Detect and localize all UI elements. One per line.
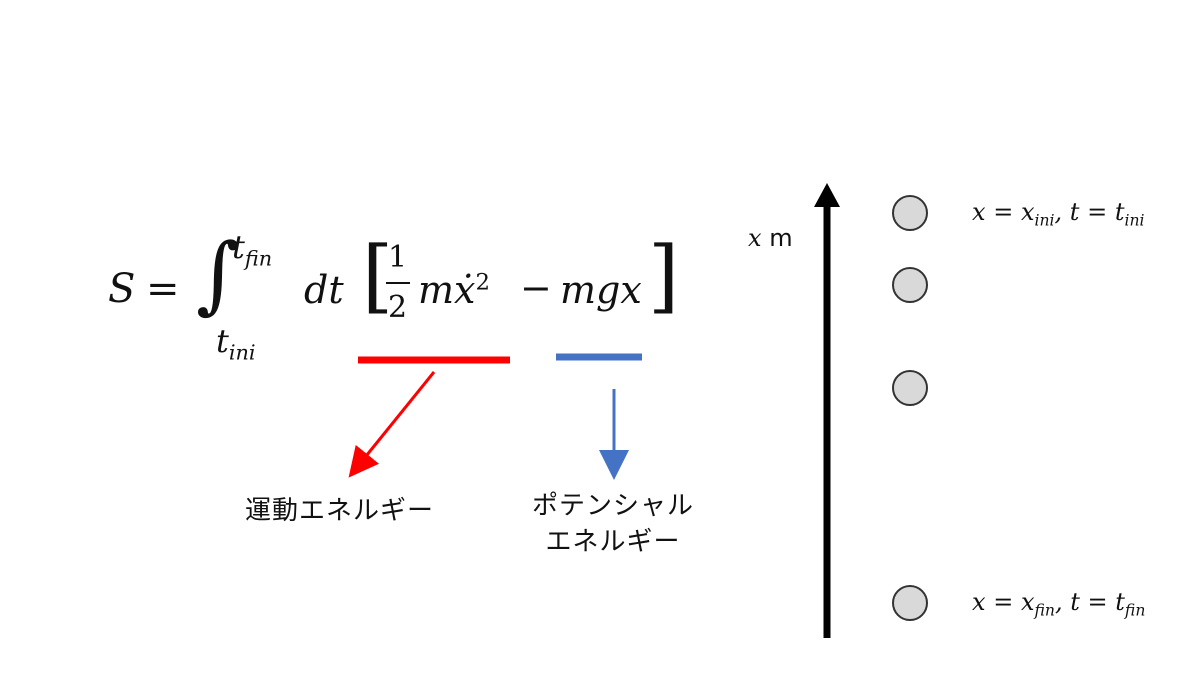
kinetic-energy-label: 運動エネルギー — [245, 496, 435, 526]
lower-limit-sub: ini — [228, 340, 256, 365]
axis-label-unit: m — [769, 224, 793, 252]
top-x: x — [972, 198, 986, 226]
bottom-eq1: = — [993, 588, 1014, 616]
potential-term: mgx — [560, 268, 642, 312]
position-circle-3 — [892, 370, 928, 406]
bottom-comma: , — [1054, 588, 1063, 616]
upper-limit-sub: fin — [244, 246, 273, 271]
bottom-t: t — [1070, 588, 1080, 616]
formula-differential: dt — [304, 268, 344, 312]
integral-upper-limit: tfin — [232, 228, 272, 270]
kinetic-arrow — [348, 371, 436, 478]
upper-limit-base: t — [232, 228, 245, 266]
top-tsub-base: t — [1114, 198, 1125, 226]
fraction-numerator: 1 — [388, 240, 408, 275]
top-eq1: = — [993, 198, 1014, 226]
kinetic-term: mẋ2 — [418, 268, 490, 312]
axis-label: x m — [748, 224, 793, 252]
bottom-xsub: fin — [1034, 601, 1055, 620]
position-circle-final — [892, 585, 928, 621]
kinetic-term-text: mẋ — [418, 268, 476, 312]
initial-position-label: x = xini, t = tini — [972, 198, 1145, 229]
kinetic-power: 2 — [475, 269, 490, 296]
top-t: t — [1069, 198, 1080, 226]
top-xsub: ini — [1034, 211, 1055, 230]
top-xsub-base: x — [1020, 198, 1035, 226]
bottom-xsub-base: x — [1020, 588, 1035, 616]
lower-limit-base: t — [216, 322, 229, 360]
formula-minus: − — [520, 266, 552, 310]
bottom-tsub: fin — [1124, 601, 1146, 620]
final-position-label: x = xfin, t = tfin — [972, 588, 1145, 619]
potential-label-line1: ポテンシャル — [532, 491, 695, 521]
position-circle-initial — [892, 195, 928, 231]
fraction-bar — [386, 282, 410, 284]
top-tsub: ini — [1124, 211, 1145, 230]
top-comma: , — [1054, 198, 1063, 226]
formula-lhs: S — [108, 266, 136, 312]
bottom-x: x — [972, 588, 986, 616]
bottom-tsub-base: t — [1115, 588, 1125, 616]
potential-energy-label: ポテンシャル エネルギー — [532, 488, 694, 560]
fraction-denominator: 2 — [388, 290, 408, 325]
formula-equals: = — [146, 266, 180, 312]
top-eq2: = — [1087, 198, 1108, 226]
integral-sign: ∫ — [196, 225, 240, 323]
axis-label-var: x — [748, 224, 762, 252]
potential-label-line2: エネルギー — [545, 527, 681, 557]
integral-lower-limit: tini — [216, 322, 256, 364]
position-circle-2 — [892, 267, 928, 303]
x-axis-arrowhead — [814, 183, 840, 207]
bracket-open: [ — [362, 229, 394, 322]
bottom-eq2: = — [1087, 588, 1108, 616]
bracket-close: ] — [648, 229, 680, 322]
